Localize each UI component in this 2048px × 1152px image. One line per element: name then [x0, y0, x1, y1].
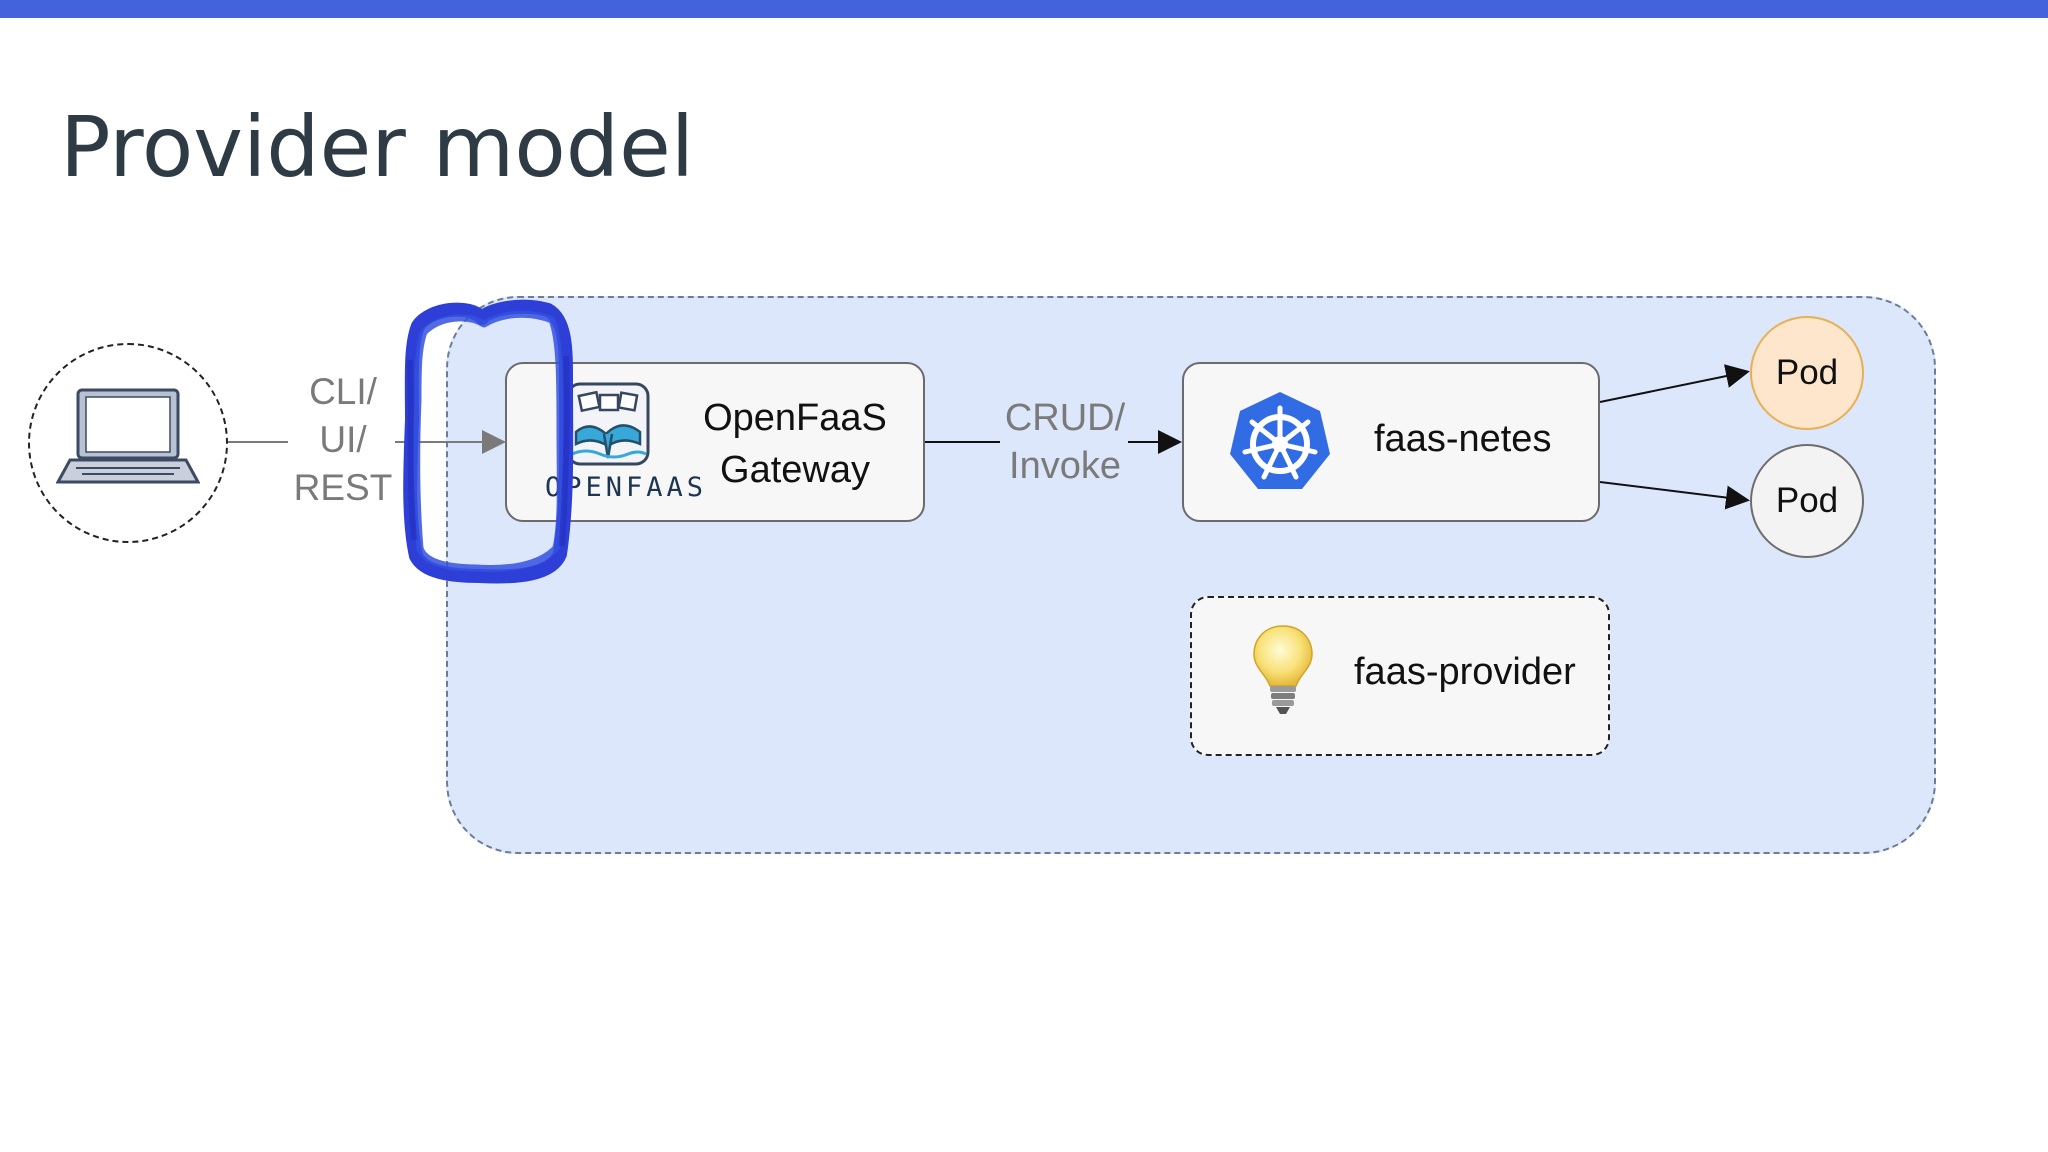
faas-provider-label: faas-provider — [1354, 651, 1576, 693]
slide-title: Provider model — [60, 98, 695, 196]
gateway-label-line-1: OpenFaaS — [703, 397, 887, 439]
client-label-line-2: UI/ — [319, 419, 367, 460]
faas-netes-label: faas-netes — [1374, 418, 1552, 460]
lightbulb-icon — [1253, 625, 1313, 714]
client-circle — [28, 343, 228, 543]
crud-label-line-2: Invoke — [1009, 445, 1121, 487]
pod-label-2: Pod — [1775, 481, 1839, 520]
client-label-line-1: CLI/ — [309, 371, 377, 412]
gateway-label: OpenFaaS Gateway — [680, 392, 910, 496]
crud-label-line-1: CRUD/ — [1004, 397, 1126, 439]
top-accent-bar — [0, 0, 2048, 18]
openfaas-whale-icon — [566, 382, 650, 466]
gateway-label-line-2: Gateway — [720, 449, 870, 491]
pod-circle-2: Pod — [1750, 444, 1864, 558]
crud-invoke-label: CRUD/ Invoke — [990, 394, 1140, 490]
kubernetes-helm-icon — [1230, 392, 1330, 489]
client-label-line-3: REST — [293, 467, 393, 508]
laptop-icon — [56, 388, 200, 484]
client-label: CLI/ UI/ REST — [268, 368, 418, 512]
pod-circle-1: Pod — [1750, 316, 1864, 430]
pod-label-1: Pod — [1775, 353, 1839, 392]
faas-provider-box — [1190, 596, 1610, 756]
